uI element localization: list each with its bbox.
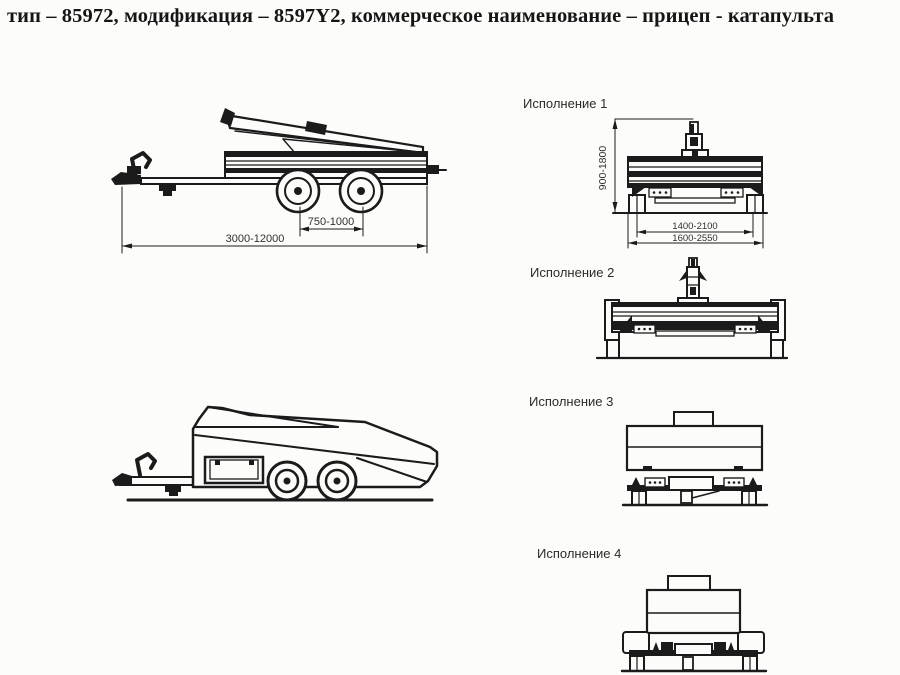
- lamps-and-bumper: [627, 476, 762, 491]
- license-plate: [668, 476, 714, 491]
- side-view-covered-trailer-drawing: [112, 405, 439, 502]
- variant-2-rear-view-drawing: [595, 257, 789, 360]
- legs: [629, 655, 758, 672]
- variant-2-label: Исполнение 2: [530, 265, 615, 280]
- lamps-and-fenders: [632, 187, 763, 204]
- jack-foot: [165, 486, 181, 492]
- dimension-height: [612, 118, 694, 213]
- variant-1-rear-view-drawing: 900-1800 1400-2100 1600-2550: [597, 118, 768, 249]
- variant-3-rear-view-drawing: [621, 411, 769, 507]
- rear-bracket: [427, 165, 439, 174]
- variant-4-label: Исполнение 4: [537, 546, 622, 561]
- wheels: [628, 194, 764, 214]
- license-plate: [674, 643, 713, 656]
- variant-1-label: Исполнение 1: [523, 96, 608, 111]
- dim-height-label: 900-1800: [597, 146, 609, 191]
- dimension-axle-spacing: [299, 206, 364, 237]
- side-door: [203, 455, 265, 485]
- dim-overall-width-label: 1600-2550: [672, 233, 717, 244]
- dimension-track: [636, 213, 754, 238]
- trailer-bed: [224, 151, 447, 179]
- side-view-catapult-trailer-drawing: 750-1000 3000-12000: [111, 108, 447, 254]
- wheels: [275, 168, 384, 214]
- page-title: тип – 85972, модификация – 8597Y2, комме…: [7, 5, 835, 27]
- hitch-handle: [135, 452, 157, 477]
- hitch-handle: [130, 151, 152, 176]
- dim-axle-spacing-label: 750-1000: [308, 216, 355, 228]
- lamps-and-fenders: [618, 315, 772, 337]
- legs: [631, 490, 757, 506]
- lamps-and-bumper: [629, 642, 758, 656]
- dimension-overall-length: [121, 185, 428, 254]
- roof-hatch: [667, 575, 711, 591]
- dim-track-label: 1400-2100: [672, 221, 717, 232]
- dim-overall-length-label: 3000-12000: [226, 233, 285, 245]
- jack-foot: [159, 184, 176, 191]
- drawbar-and-hitch: [112, 452, 196, 496]
- trailer-body: [627, 156, 763, 188]
- wheels: [266, 460, 358, 502]
- catapult-mast: [677, 257, 709, 306]
- catapult-mast: [681, 121, 709, 158]
- fenders: [622, 631, 765, 654]
- rail-hook: [220, 108, 235, 126]
- trailer-body: [625, 424, 764, 472]
- catapult-rail: [220, 108, 425, 155]
- variant-4-rear-view-drawing: [620, 575, 768, 673]
- coupler: [112, 473, 132, 486]
- catapult-carriage: [305, 121, 327, 135]
- trailer-body: [645, 588, 742, 635]
- dimension-overall-width: [627, 213, 764, 249]
- variant-3-label: Исполнение 3: [529, 394, 614, 409]
- roof-hatch: [673, 411, 714, 427]
